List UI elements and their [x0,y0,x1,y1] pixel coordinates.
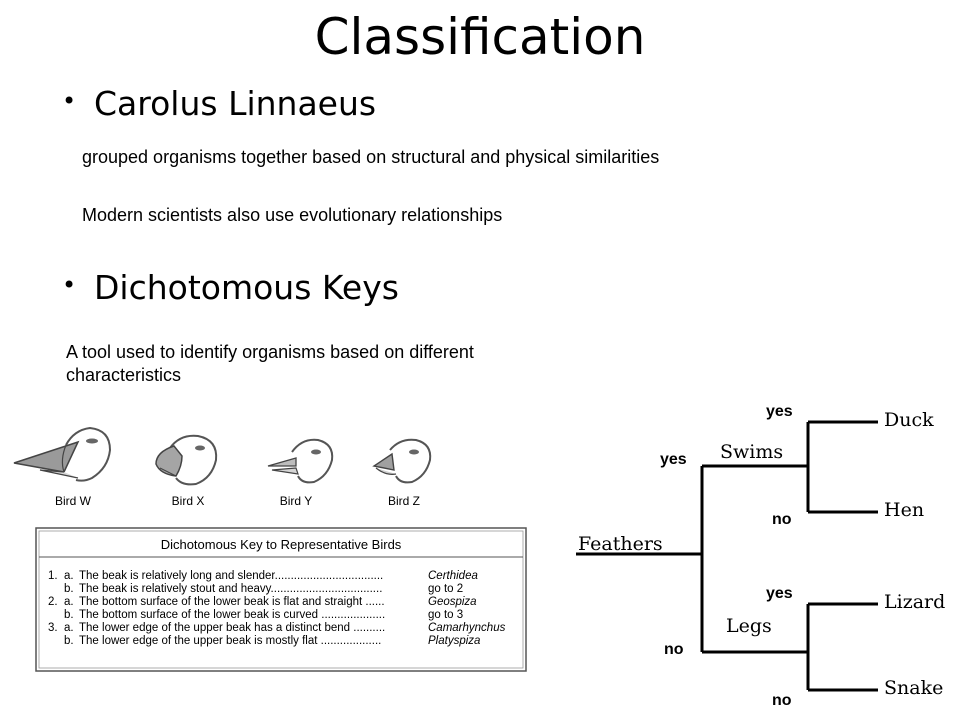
key-row-result: Platyspiza [428,635,480,647]
key-row-text: The lower edge of the upper beak has a d… [79,622,385,634]
key-row-result: go to 2 [428,583,463,595]
linnaeus-description: grouped organisms together based on stru… [82,147,660,167]
tree-legs-label: Legs [726,615,772,637]
tree-swims-label: Swims [720,441,783,463]
dichotomous-key-description: A tool used to identify organisms based … [66,341,474,387]
tree-snake-label: Snake [884,677,943,699]
bullet-dot: • [62,271,77,299]
bird-w-label: Bird W [55,494,92,508]
key-row-letter: b. [64,635,74,647]
bird-w-figure: Bird W [13,426,112,508]
key-row-text: The bottom surface of the lower beak is … [79,609,385,621]
bird-x-figure: Bird X [155,434,218,508]
bullet-heading: Carolus Linnaeus [94,84,377,123]
key-row-number: 2. [48,596,58,608]
key-row-text: The lower edge of the upper beak is most… [79,635,381,647]
tree-root-label: Feathers [578,533,663,555]
key-row-number: 1. [48,570,58,582]
modern-scientists-text: Modern scientists also use evolutionary … [82,205,503,225]
description-line-1: A tool used to identify organisms based … [66,342,474,362]
bullet-dot: • [62,87,77,115]
tree-duck-label: Duck [884,409,934,431]
key-row-result: Geospiza [428,596,477,608]
key-table-title: Dichotomous Key to Representative Birds [161,537,402,552]
bird-y-figure: Bird Y [267,438,334,508]
bullet-dichotomous-keys: • Dichotomous Keys [62,268,399,307]
tree-lizard-label: Lizard [884,591,945,613]
branching-tree [576,420,878,692]
bird-y-label: Bird Y [280,494,312,508]
key-row-text: The beak is relatively long and slender.… [79,570,383,582]
bird-x-label: Bird X [172,494,205,508]
tree-no-label: no [772,692,792,709]
key-row-letter: a. [64,622,74,634]
key-row-letter: a. [64,596,74,608]
bullet-heading: Dichotomous Keys [94,268,399,307]
dichotomous-key-table: Dichotomous Key to Representative Birds … [35,527,527,672]
key-row-text: The bottom surface of the lower beak is … [79,596,385,608]
description-line-2: characteristics [66,365,182,385]
tree-hen-label: Hen [884,499,924,521]
slide-title: Classification [314,8,646,66]
tree-no-label: no [664,641,684,658]
key-row-result: Camarhynchus [428,622,506,634]
key-rows: 1. a. The beak is relatively long and slen… [48,570,506,647]
tree-yes-label: yes [766,585,793,602]
tree-no-label: no [772,511,792,528]
bird-z-label: Bird Z [388,494,420,508]
key-row-letter: a. [64,570,74,582]
tree-yes-label: yes [660,451,687,468]
tree-yes-label: yes [766,403,793,420]
key-row-result: go to 3 [428,609,463,621]
bullet-carolus-linnaeus: • Carolus Linnaeus [62,84,376,123]
key-row-letter: b. [64,583,74,595]
bird-z-figure: Bird Z [372,438,432,508]
key-row-letter: b. [64,609,74,621]
key-row-result: Certhidea [428,570,478,582]
key-row-text: The beak is relatively stout and heavy..… [79,583,382,595]
key-row-number: 3. [48,622,58,634]
